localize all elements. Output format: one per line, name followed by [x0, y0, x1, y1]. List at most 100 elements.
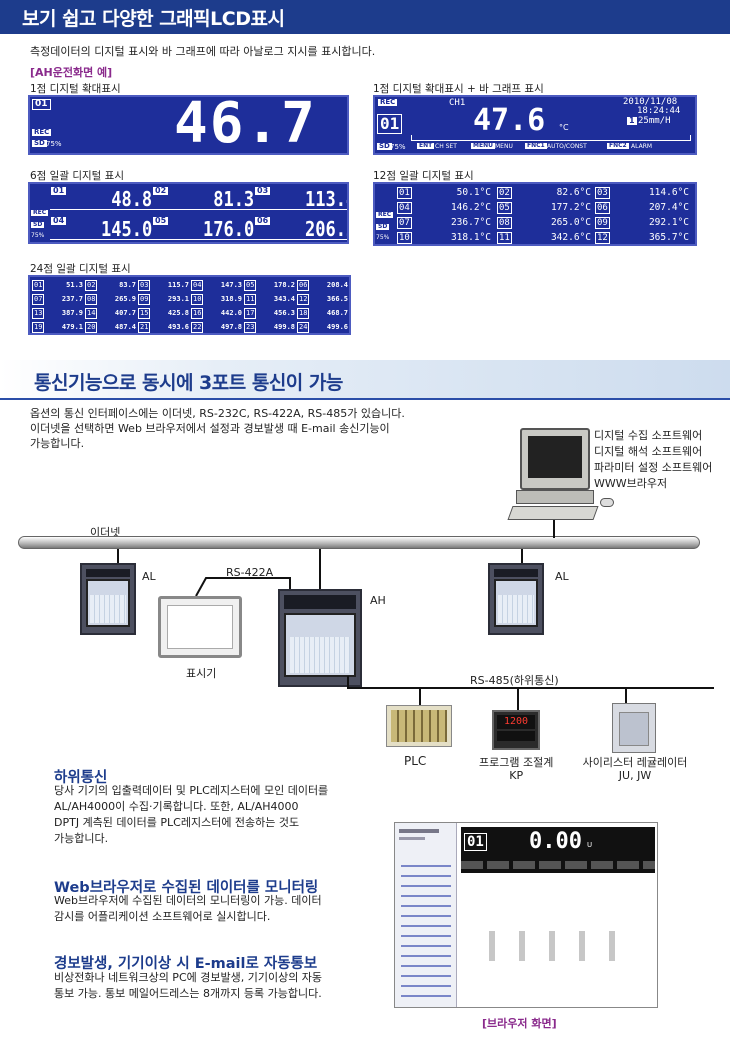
- section2-underline: [0, 398, 730, 400]
- jw-label: 사이리스터 레귤레이터 JU, JW: [582, 756, 688, 782]
- display-label: 표시기: [186, 667, 217, 680]
- feature-3-title: 경보발생, 기기이상 시 E-mail로 자동통보: [54, 956, 318, 972]
- panel2-time: 18:24:44: [637, 106, 681, 116]
- al-left-label: AL: [142, 570, 156, 583]
- panel1-ch: 01: [32, 99, 51, 110]
- pc-keyboard: [507, 506, 599, 520]
- feature-1-body: 당사 기기의 입출력데이터 및 PLC레지스터에 모인 데이터를 AL/AH40…: [54, 784, 329, 845]
- browser-sidebar: [395, 823, 457, 1007]
- panel2-chname: CH1: [449, 98, 466, 108]
- panel2-unit: °C: [559, 123, 569, 132]
- panel1-sd: SD: [32, 139, 47, 147]
- plc-device: [386, 705, 452, 747]
- panel2-label: 1점 디지털 확대표시 + 바 그래프 표시: [373, 83, 544, 95]
- al-right-link: [521, 549, 523, 563]
- feature-2-title: Web브라우저로 수집된 데이터를 모니터링: [54, 880, 319, 896]
- panel5-label: 24점 일괄 디지털 표시: [30, 263, 131, 275]
- panel2-soft-6: AUTO/CONST: [547, 143, 587, 150]
- section1-title: 보기 쉽고 다양한 그래픽LCD표시: [22, 8, 285, 30]
- rs485-label: RS-485(하위통신): [470, 674, 559, 687]
- ah-recorder: [278, 589, 362, 687]
- feature-1-title: 하위통신: [54, 770, 108, 786]
- panel2-speed-idx: 1: [627, 116, 637, 125]
- panel4-pct: 75%: [376, 234, 390, 241]
- panel2-soft-8: ALARM: [631, 143, 653, 150]
- panel3-rec: REC: [31, 209, 49, 216]
- panel2-soft-5: FNC1: [525, 142, 547, 149]
- panel1-value: 46.7: [174, 95, 317, 155]
- rs422-label: RS-422A: [226, 566, 274, 579]
- section1-tag: [AH운전화면 예]: [30, 66, 113, 79]
- panel2-value: 47.6: [473, 103, 546, 138]
- panel4-label: 12점 일괄 디지털 표시: [373, 170, 474, 182]
- panel2-soft-4: MENU: [495, 143, 513, 150]
- pc-link: [553, 520, 555, 538]
- panel2-soft-7: FNC2: [607, 142, 629, 149]
- section2-intro: 옵션의 통신 인터페이스에는 이더넷, RS-232C, RS-422A, RS…: [30, 407, 405, 450]
- panel2-rec: REC: [378, 98, 398, 106]
- panel1-lcd: 01 46.7 REC SD 75%: [28, 95, 349, 155]
- display-unit: [158, 596, 242, 658]
- panel2-soft-1: ENT: [417, 142, 435, 149]
- pc-monitor: [520, 428, 590, 490]
- panel2-sd: SD: [377, 142, 392, 150]
- ah-link: [319, 549, 321, 589]
- panel1-pct: 75%: [46, 140, 62, 148]
- software-list: 디지털 수집 소프트웨어 디지털 해석 소프트웨어 파라미터 설정 소프트웨어 …: [594, 429, 713, 490]
- panel2-lcd: REC CH1 2010/11/08 18:24:44 1 25mm/H 01 …: [373, 95, 697, 155]
- panel1-label: 1점 디지털 확대표시: [30, 83, 121, 95]
- al-right-label: AL: [555, 570, 569, 583]
- panel4-sd: SD: [376, 223, 390, 230]
- panel2-date: 2010/11/08: [623, 97, 678, 107]
- ah-label: AH: [370, 594, 386, 607]
- panel2-soft-2: CH SET: [435, 143, 457, 150]
- panel3-sd: SD: [31, 221, 45, 228]
- browser-screenshot: 01 0.00 U: [394, 822, 658, 1008]
- panel2-ch: 01: [377, 114, 403, 134]
- panel2-pct: 75%: [390, 143, 406, 151]
- feature-2-body: Web브라우저에 수집된 데이터의 모니터링이 가능. 데이터 감시를 어플리케…: [54, 894, 322, 923]
- al-left-link: [117, 549, 119, 563]
- section1-description: 측정데이터의 디지털 표시와 바 그래프에 따라 아날로그 지시를 표시합니다.: [30, 45, 376, 58]
- panel2-speed: 25mm/H: [638, 116, 671, 126]
- browser-unit: U: [587, 841, 593, 849]
- pc-base: [516, 490, 594, 504]
- ethernet-bus: [18, 536, 700, 549]
- panel4-rec: REC: [376, 211, 394, 218]
- panel1-rec: REC: [32, 128, 52, 136]
